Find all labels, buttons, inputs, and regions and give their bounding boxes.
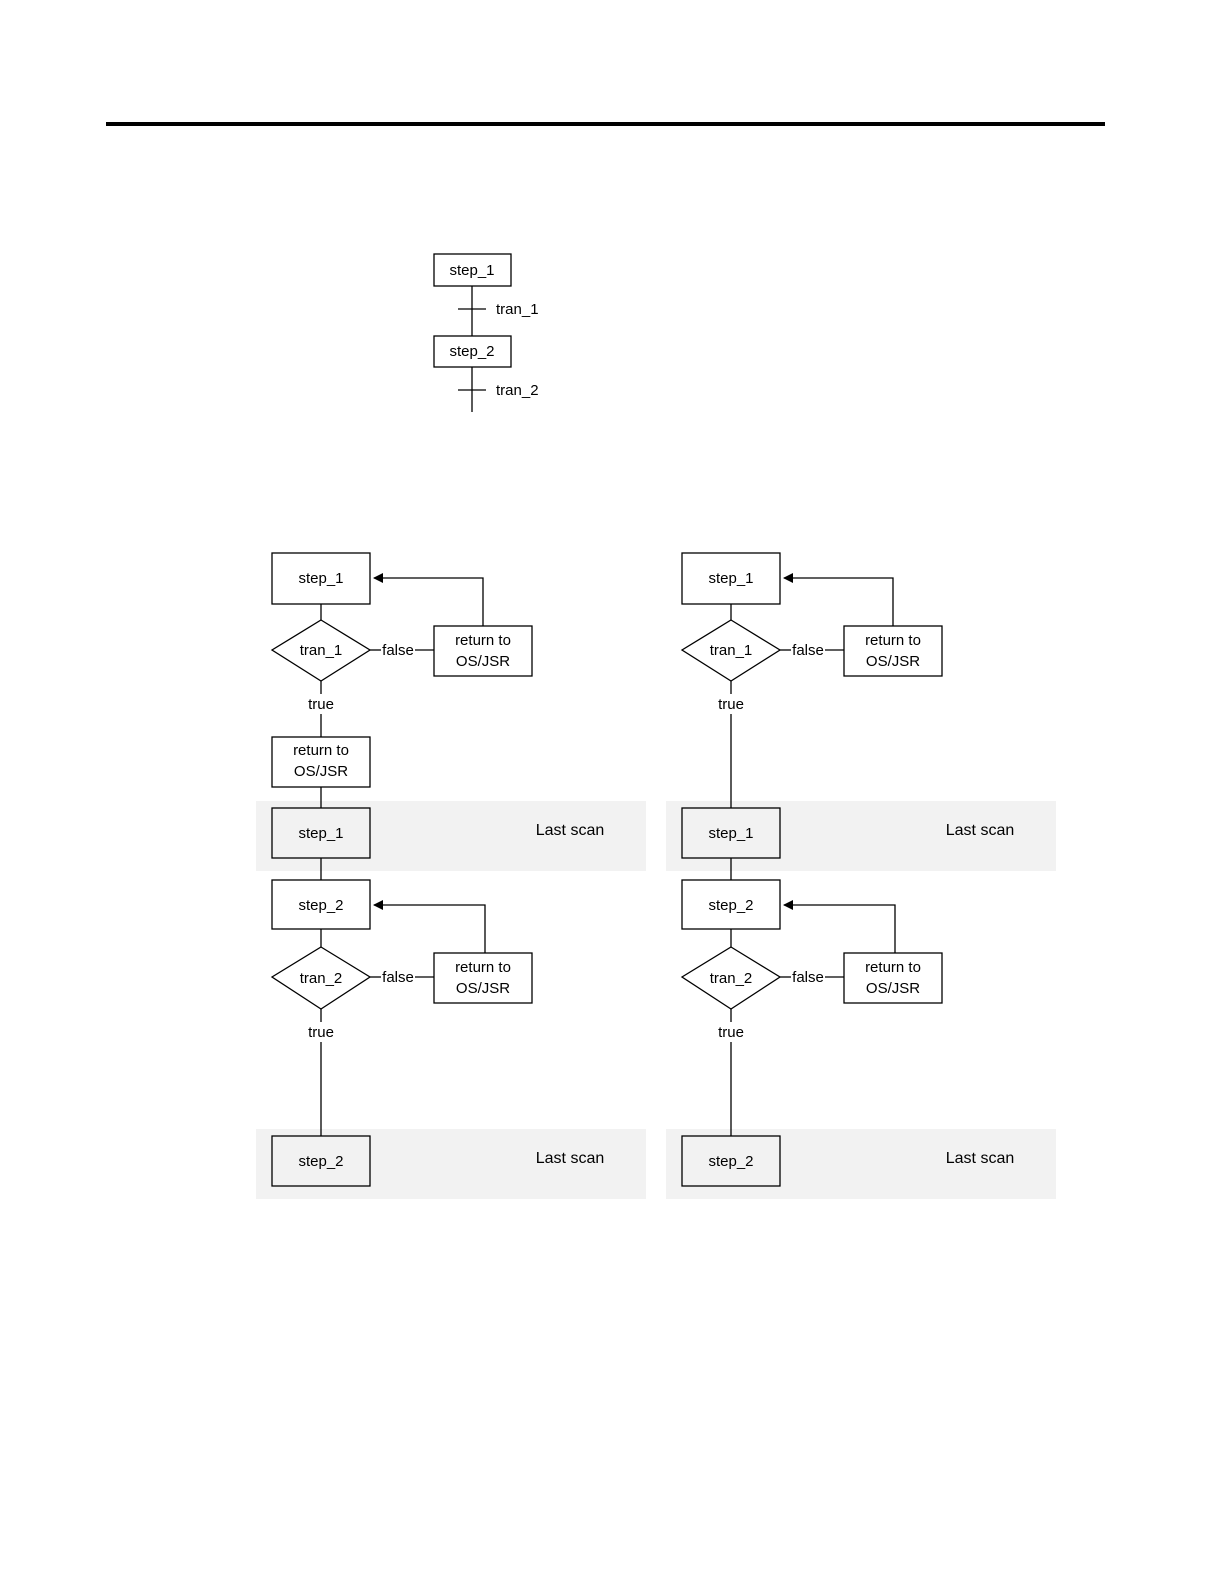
loop-arrow-1 bbox=[374, 578, 483, 626]
last-step-1-label: step_1 bbox=[708, 825, 753, 842]
last-scan-label-1: Last scan bbox=[536, 822, 604, 839]
true-label-1: true bbox=[308, 696, 334, 713]
last-step-1-label: step_1 bbox=[298, 825, 343, 842]
tran-2-label: tran_2 bbox=[710, 970, 753, 987]
tran-1-label: tran_1 bbox=[710, 642, 753, 659]
return-box-1-line-2: OS/JSR bbox=[456, 653, 510, 670]
step-1-label: step_1 bbox=[298, 570, 343, 587]
sfc-step-1-label: step_1 bbox=[449, 262, 494, 279]
mid-return-box-line-2: OS/JSR bbox=[294, 763, 348, 780]
false-label-2: false bbox=[382, 969, 414, 986]
false-label-1: false bbox=[382, 642, 414, 659]
return-box-2-line-2: OS/JSR bbox=[456, 980, 510, 997]
return-box-2-line-1: return to bbox=[455, 959, 511, 976]
return-box-1-line-1: return to bbox=[455, 632, 511, 649]
step-2-label: step_2 bbox=[298, 897, 343, 914]
false-label-1: false bbox=[792, 642, 824, 659]
return-box-2-line-2: OS/JSR bbox=[866, 980, 920, 997]
last-step-2-label: step_2 bbox=[298, 1153, 343, 1170]
loop-arrow-2 bbox=[784, 905, 895, 953]
sfc-transition-1-label: tran_1 bbox=[496, 301, 539, 318]
mid-return-box-line-1: return to bbox=[293, 742, 349, 759]
tran-2-label: tran_2 bbox=[300, 970, 343, 987]
return-box-1-line-2: OS/JSR bbox=[866, 653, 920, 670]
flowchart-right: step_1 tran_1 false return to OS/JSR tru… bbox=[666, 553, 1056, 1199]
false-label-2: false bbox=[792, 969, 824, 986]
loop-arrow-2 bbox=[374, 905, 485, 953]
last-scan-label-2: Last scan bbox=[536, 1150, 604, 1167]
sfc-step-2-label: step_2 bbox=[449, 343, 494, 360]
loop-arrow-1 bbox=[784, 578, 893, 626]
flowchart-left: step_1 tran_1 false return to OS/JSR tru… bbox=[256, 553, 646, 1199]
true-label-2: true bbox=[718, 1024, 744, 1041]
return-box-1-line-1: return to bbox=[865, 632, 921, 649]
sfc-chart: step_1 tran_1 step_2 tran_2 bbox=[434, 254, 539, 412]
step-2-label: step_2 bbox=[708, 897, 753, 914]
last-scan-label-1: Last scan bbox=[946, 822, 1014, 839]
true-label-2: true bbox=[308, 1024, 334, 1041]
step-1-label: step_1 bbox=[708, 570, 753, 587]
sfc-transition-2-label: tran_2 bbox=[496, 382, 539, 399]
true-label-1: true bbox=[718, 696, 744, 713]
last-scan-label-2: Last scan bbox=[946, 1150, 1014, 1167]
last-step-2-label: step_2 bbox=[708, 1153, 753, 1170]
return-box-2-line-1: return to bbox=[865, 959, 921, 976]
tran-1-label: tran_1 bbox=[300, 642, 343, 659]
